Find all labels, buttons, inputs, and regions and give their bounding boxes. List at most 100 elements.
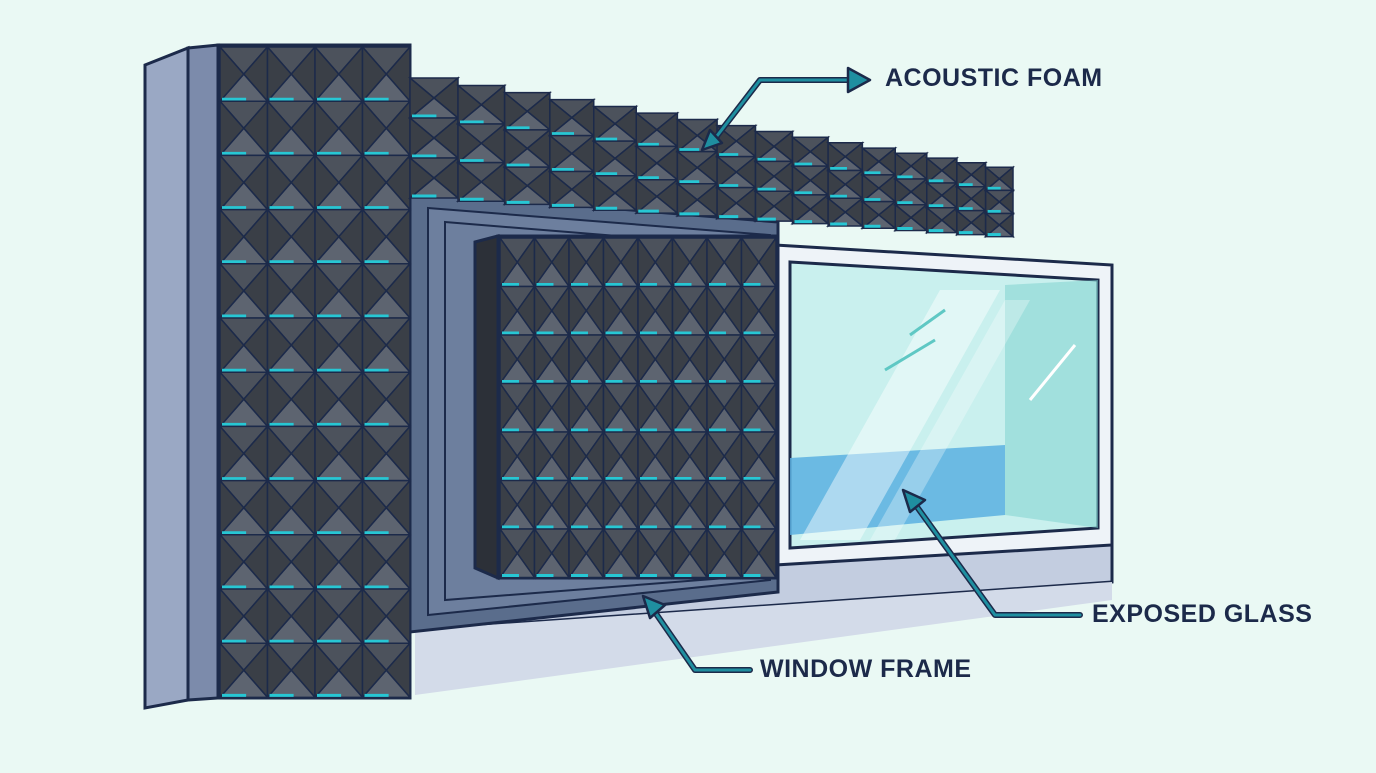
foam-pyramid-face <box>861 146 881 177</box>
foam-pyramid-face <box>499 332 519 386</box>
foam-pyramid-face <box>219 424 245 483</box>
foam-pyramid-face <box>361 45 388 104</box>
foam-pyramid-face <box>754 189 776 223</box>
foam-pyramid-face <box>533 381 553 435</box>
foam-pyramid-face <box>314 587 340 646</box>
foam-pyramid-face <box>219 641 245 700</box>
foam-pyramid-face <box>926 181 943 210</box>
foam-pyramid-face <box>361 641 388 700</box>
foam-pyramid-face <box>671 381 691 435</box>
foam-pyramid-face <box>457 161 483 203</box>
foam-pyramid-face <box>602 284 622 338</box>
foam-pyramid-face <box>314 532 340 591</box>
foam-pyramid-face <box>671 478 691 532</box>
foam-pyramid-face <box>706 235 726 289</box>
label-acoustic-foam: ACOUSTIC FOAM <box>885 64 1103 92</box>
foam-pyramid-face <box>503 128 529 169</box>
foam-pyramid-face <box>956 161 973 189</box>
foam-pyramid-face <box>219 370 245 429</box>
foam-pyramid-face <box>740 284 760 338</box>
foam-pyramid-face <box>533 429 553 483</box>
foam-pyramid-face <box>409 76 436 120</box>
foam-pyramid-face <box>791 135 812 168</box>
acoustic-foam-wall <box>216 43 412 700</box>
foam-pyramid-face <box>219 207 245 266</box>
foam-pyramid-face <box>956 185 973 213</box>
foam-pyramid-face <box>266 45 293 104</box>
foam-pyramid-face <box>266 261 293 320</box>
foam-pyramid-face <box>266 370 293 429</box>
glass-side-depth <box>1005 280 1098 528</box>
foam-pyramid-face <box>361 99 388 158</box>
foam-pyramid-face <box>457 122 483 165</box>
foam-pyramid-face <box>740 381 760 435</box>
foam-pyramid-face <box>635 111 659 149</box>
foam-pyramid-face <box>593 104 617 143</box>
foam-pyramid-face <box>266 424 293 483</box>
foam-pyramid-face <box>549 169 573 209</box>
foam-panel-side <box>473 234 500 581</box>
foam-pyramid-face <box>533 478 553 532</box>
foam-pyramid-face <box>593 174 617 212</box>
foam-pyramid-face <box>706 332 726 386</box>
wall-left-side <box>143 45 190 710</box>
foam-pyramid-face <box>266 587 293 646</box>
foam-pyramid-face <box>314 45 340 104</box>
foam-pyramid-face <box>671 526 691 580</box>
foam-pyramid-face <box>266 153 293 212</box>
glass-highlight-2 <box>870 300 1030 540</box>
foam-pyramid-face <box>791 164 812 197</box>
foam-pyramid-face <box>314 478 340 537</box>
label-exposed-glass: EXPOSED GLASS <box>1092 600 1313 628</box>
foam-pyramid-face <box>549 133 573 174</box>
glass-streak <box>909 308 946 337</box>
foam-pyramid-face <box>219 261 245 320</box>
foam-pyramid-face <box>533 332 553 386</box>
foam-pyramid-face <box>314 641 340 700</box>
foam-pyramid-face <box>549 98 573 138</box>
foam-pyramid-face <box>219 45 245 104</box>
foam-pyramid-face <box>827 141 847 173</box>
foam-pyramid-face <box>676 117 699 154</box>
wall-left-side-inner <box>186 43 220 702</box>
foam-pyramid-face <box>361 261 388 320</box>
acoustic-foam-top-band <box>407 76 1016 239</box>
foam-pyramid-face <box>593 139 617 178</box>
foam-pyramid-face <box>861 173 881 204</box>
foam-pyramid-face <box>568 526 588 580</box>
foam-pyramid-face <box>602 429 622 483</box>
foam-pyramid-face <box>568 429 588 483</box>
foam-pyramid-face <box>671 429 691 483</box>
foam-pyramid-face <box>219 532 245 591</box>
foam-pyramid-face <box>314 370 340 429</box>
foam-pyramid-face <box>533 235 553 289</box>
foam-pyramid-face <box>568 235 588 289</box>
foam-pyramid-face <box>706 526 726 580</box>
foam-pyramid-face <box>266 641 293 700</box>
foam-pyramid-face <box>499 478 519 532</box>
foam-pyramid-face <box>361 478 388 537</box>
foam-pyramid-face <box>266 532 293 591</box>
foam-arrow <box>700 66 872 152</box>
foam-pyramid-face <box>503 91 529 132</box>
foam-pyramid-face <box>740 235 760 289</box>
foam-pyramid-face <box>499 429 519 483</box>
foam-pyramid-face <box>671 235 691 289</box>
foam-pyramid-face <box>361 587 388 646</box>
foam-pyramid-face <box>926 156 943 185</box>
foam-pyramid-face <box>219 99 245 158</box>
foam-pyramid-face <box>740 526 760 580</box>
glass-arrow <box>901 488 1083 618</box>
foam-pyramid-face <box>266 478 293 537</box>
foam-pyramid-face <box>266 316 293 375</box>
foam-pyramid-face <box>671 332 691 386</box>
foam-pyramid-face <box>984 211 1001 239</box>
label-window-frame: WINDOW FRAME <box>760 655 972 683</box>
foam-pyramid-face <box>706 284 726 338</box>
foam-pyramid-face <box>499 284 519 338</box>
foam-pyramid-face <box>602 235 622 289</box>
sky-reflection <box>790 445 1005 535</box>
foam-pyramid-face <box>716 155 738 190</box>
